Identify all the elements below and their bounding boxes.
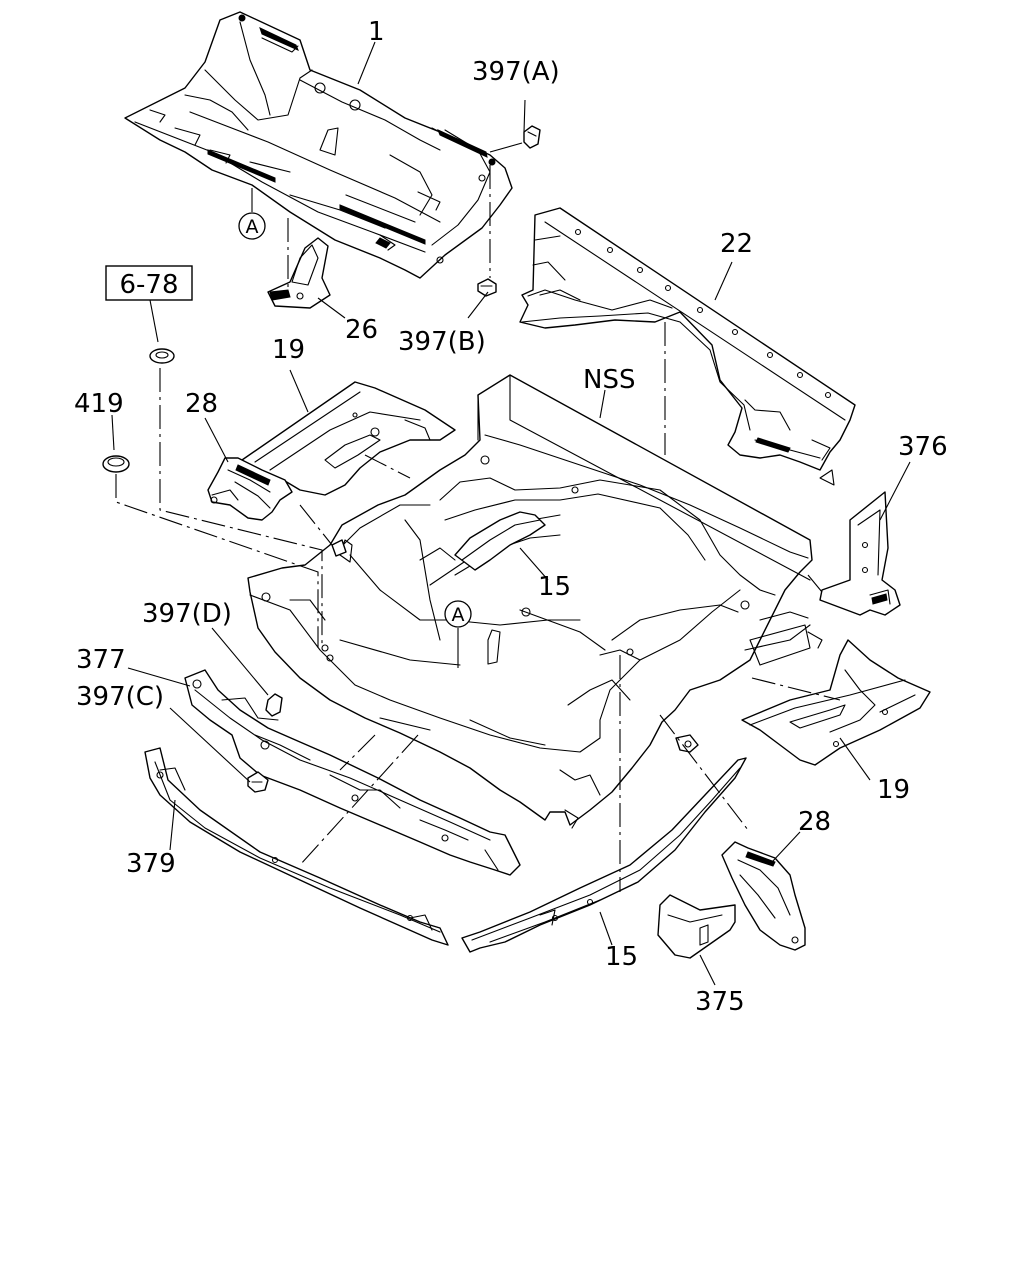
callout-19-left: 19 <box>272 335 305 365</box>
part-397b-clip <box>477 278 497 297</box>
callout-28-left: 28 <box>185 389 218 419</box>
part-19-right-floor-side-panel <box>741 639 931 766</box>
callout-19-right: 19 <box>877 775 910 805</box>
callout-419: 419 <box>74 389 124 419</box>
assembly-lines <box>115 165 841 892</box>
part-15-upper-rail <box>454 511 546 571</box>
part-28-left-bracket <box>207 457 293 521</box>
callout-377: 377 <box>76 645 126 675</box>
part-377-cross-member <box>184 669 521 876</box>
part-379-lower-cross-member <box>144 747 449 946</box>
part-397d-clip <box>265 693 283 717</box>
part-nss-floor-panel <box>247 374 823 829</box>
svg-text:6-78: 6-78 <box>119 270 178 300</box>
ref-marker-a-top: A <box>238 188 266 240</box>
part-6-78-grommet <box>149 348 175 364</box>
leader-lines <box>111 41 911 986</box>
part-397c-clip <box>247 771 269 793</box>
part-397a-clip <box>523 125 541 149</box>
part-22-rear-crossmember <box>519 207 856 486</box>
part-419-plug <box>102 455 130 473</box>
callout-22: 22 <box>720 229 753 259</box>
callout-379: 379 <box>126 849 176 879</box>
callout-nss: NSS <box>583 365 635 395</box>
part-375-shield-plate <box>657 894 736 959</box>
callout-397b: 397(B) <box>398 327 486 357</box>
floor-mount-points <box>331 539 699 753</box>
callout-28-right: 28 <box>798 807 831 837</box>
part-26-bracket <box>267 237 331 309</box>
part-28-right-bracket <box>721 841 806 951</box>
callout-397c: 397(C) <box>76 682 164 712</box>
callout-26: 26 <box>345 315 378 345</box>
part-1-dash-panel <box>124 11 513 279</box>
ref-marker-a-floor: A <box>444 600 472 668</box>
callout-6-78-ref[interactable]: 6-78 <box>105 265 193 301</box>
callout-15-lower: 15 <box>605 942 638 972</box>
callout-375: 375 <box>695 987 745 1017</box>
svg-text:A: A <box>246 216 259 238</box>
callout-397d: 397(D) <box>142 599 232 629</box>
part-376-rear-bracket <box>819 491 901 616</box>
callout-397a: 397(A) <box>472 57 560 87</box>
svg-text:A: A <box>452 604 465 626</box>
part-19-left-floor-side-panel <box>241 381 456 496</box>
callout-376: 376 <box>898 432 948 462</box>
callout-labels: 1 397(A) 22 26 397(B) 6-78 19 NSS 419 28… <box>74 17 948 1017</box>
callout-15-upper: 15 <box>538 572 571 602</box>
callout-1: 1 <box>368 17 385 47</box>
part-15-lower-rail <box>461 757 747 953</box>
